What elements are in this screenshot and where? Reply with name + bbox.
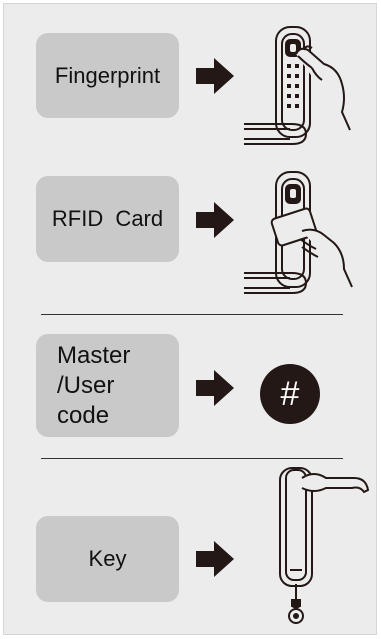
rfid-card-lock-icon (244, 171, 353, 294)
hash-symbol: # (280, 375, 300, 413)
fingerprint-label: Fingerprint (54, 62, 161, 88)
unlock-methods-panel: Fingerprint RFID Card (3, 3, 377, 635)
code-label-line-3: code (57, 401, 110, 429)
master-user-code-button[interactable]: Master /User code (36, 334, 179, 437)
key-lock-icon (279, 467, 370, 624)
code-label-line-1: Master (57, 341, 131, 369)
separator-line (41, 314, 343, 315)
arrow-right-icon (196, 202, 234, 238)
arrow-right-icon (196, 370, 234, 406)
code-label-line-2: /User (57, 371, 115, 399)
arrow-right-icon (196, 541, 234, 577)
arrow-right-icon (196, 58, 234, 94)
hash-key-icon[interactable]: # (260, 364, 320, 424)
fingerprint-button[interactable]: Fingerprint (36, 33, 179, 118)
separator-line (41, 458, 343, 459)
key-button[interactable]: Key (36, 516, 179, 602)
rfid-card-label: RFID Card (51, 206, 164, 231)
key-label: Key (88, 546, 127, 571)
fingerprint-lock-icon (244, 26, 351, 145)
rfid-card-button[interactable]: RFID Card (36, 176, 179, 262)
